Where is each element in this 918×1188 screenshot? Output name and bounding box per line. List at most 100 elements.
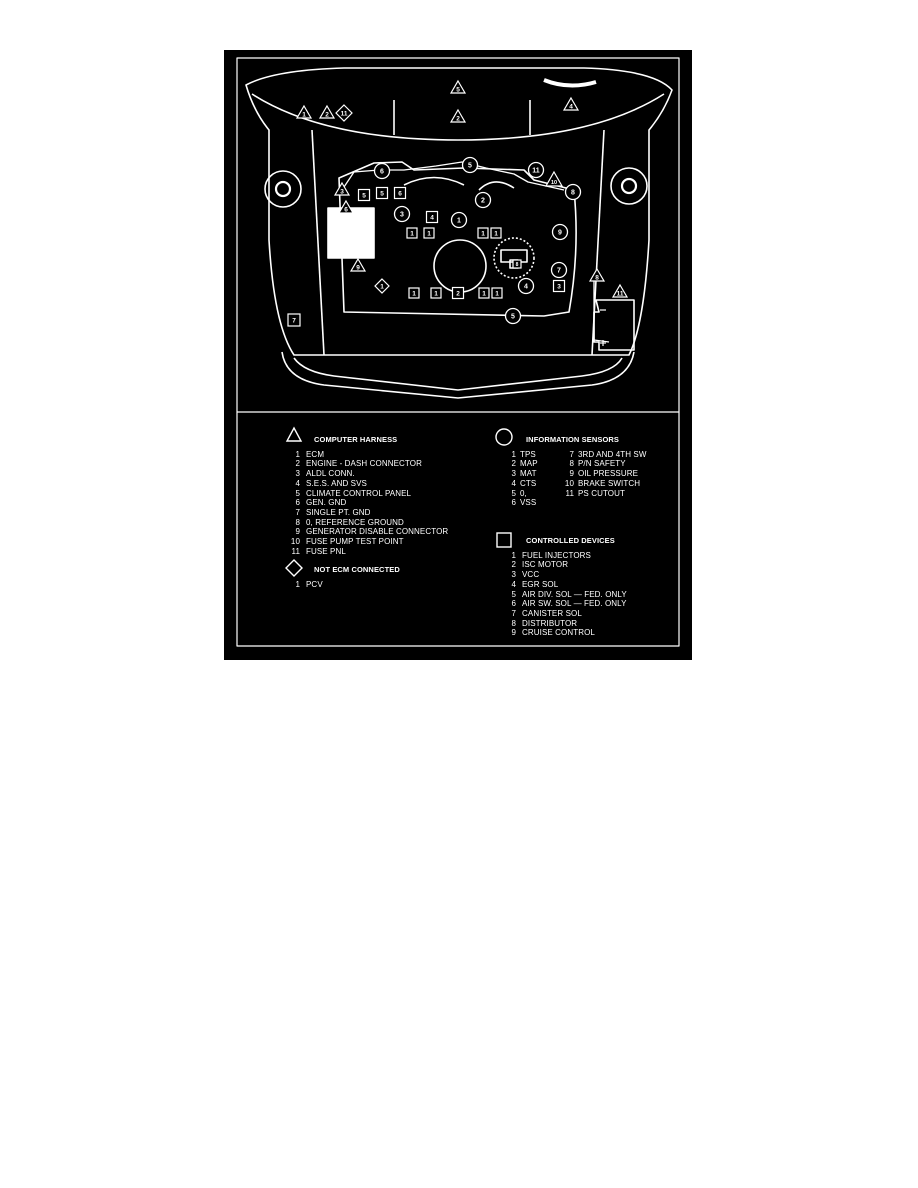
device-marker: 1 (406, 227, 418, 239)
sensor-marker: 8 (564, 183, 582, 201)
device-marker: 1 (430, 287, 442, 299)
svg-text:5: 5 (362, 193, 366, 200)
device-marker: 1 (490, 227, 502, 239)
svg-text:4: 4 (524, 284, 528, 291)
svg-text:9: 9 (356, 265, 360, 272)
legend-title: CONTROLLED DEVICES (526, 536, 615, 545)
device-marker: 5 (357, 188, 371, 202)
svg-text:8: 8 (571, 190, 575, 197)
sensor-marker: 6 (373, 162, 391, 180)
strut-tower-right (610, 167, 648, 205)
svg-text:8: 8 (516, 262, 519, 268)
bumper-inner (293, 357, 623, 391)
legend-title: NOT ECM CONNECTED (314, 565, 400, 574)
device-markers: 5 5 6 4 1 1 1 1 1 1 2 1 1 3 7 8 (287, 186, 566, 327)
svg-text:11: 11 (617, 291, 624, 298)
svg-text:11: 11 (341, 111, 348, 118)
svg-text:2: 2 (456, 116, 460, 123)
svg-text:6: 6 (344, 207, 348, 214)
harness-marker: 11 (611, 283, 629, 298)
svg-text:7: 7 (292, 318, 296, 325)
svg-text:1: 1 (427, 231, 431, 238)
ecm-box (327, 207, 375, 259)
device-marker: 3 (552, 279, 566, 293)
diamond-marker: 1 (374, 278, 390, 294)
device-marker: 4 (425, 210, 439, 224)
svg-text:1: 1 (494, 231, 498, 238)
fender-left (311, 129, 325, 356)
harness-marker: 2 (449, 108, 467, 123)
device-marker: 1 (491, 287, 503, 299)
svg-text:2: 2 (325, 112, 329, 119)
figure-frame (236, 57, 680, 647)
sensor-marker: 2 (474, 191, 492, 209)
sensor-marker: 9 (551, 223, 569, 241)
svg-text:10: 10 (551, 180, 557, 186)
diagram-figure: 5 2 4 1 2 3 6 9 10 8 11 11 1 6 5 11 8 2 … (224, 50, 692, 660)
svg-text:8: 8 (595, 275, 599, 282)
device-marker: 1 (477, 227, 489, 239)
svg-text:9: 9 (558, 230, 562, 237)
svg-text:1: 1 (434, 291, 438, 298)
svg-text:1: 1 (495, 291, 499, 298)
legend-symbols (285, 426, 513, 577)
device-marker: 8 (512, 259, 522, 269)
sensor-markers: 6 5 11 8 2 3 1 9 7 4 5 (373, 156, 582, 325)
svg-text:1: 1 (410, 231, 414, 238)
strut-tower-left (264, 170, 302, 208)
svg-text:1: 1 (380, 284, 384, 291)
cowl-outline (245, 67, 673, 356)
svg-text:3: 3 (557, 284, 561, 291)
svg-text:1: 1 (457, 218, 461, 225)
svg-text:6: 6 (398, 191, 402, 198)
svg-text:7: 7 (557, 268, 561, 275)
harness-marker: 9 (349, 257, 367, 272)
harness-marker: 2 (318, 104, 336, 119)
sensor-marker: 4 (517, 277, 535, 295)
bumper-outline (281, 351, 635, 399)
svg-text:5: 5 (380, 191, 384, 198)
svg-text:4: 4 (569, 104, 573, 111)
diamond-markers: 11 1 (335, 104, 390, 294)
svg-text:6: 6 (380, 169, 384, 176)
device-marker: 5 (375, 186, 389, 200)
harness-marker: 3 (333, 181, 351, 196)
harness-marker: 1 (295, 104, 313, 119)
harness-marker: 8 (588, 267, 606, 282)
svg-text:3: 3 (340, 189, 344, 196)
top-bump (543, 78, 597, 88)
harness-route (341, 161, 565, 191)
svg-text:11: 11 (532, 168, 540, 175)
legend-circle-icon (495, 428, 513, 446)
device-marker: 1 (408, 287, 420, 299)
legend-triangle-icon (285, 426, 303, 442)
legend-title: INFORMATION SENSORS (526, 435, 620, 444)
sensor-marker: 11 (527, 161, 545, 179)
sensor-marker: 1 (450, 211, 468, 229)
svg-text:5: 5 (456, 87, 460, 94)
device-marker: 7 (287, 313, 301, 327)
battery-terminals (600, 309, 606, 346)
distributor (493, 237, 535, 279)
